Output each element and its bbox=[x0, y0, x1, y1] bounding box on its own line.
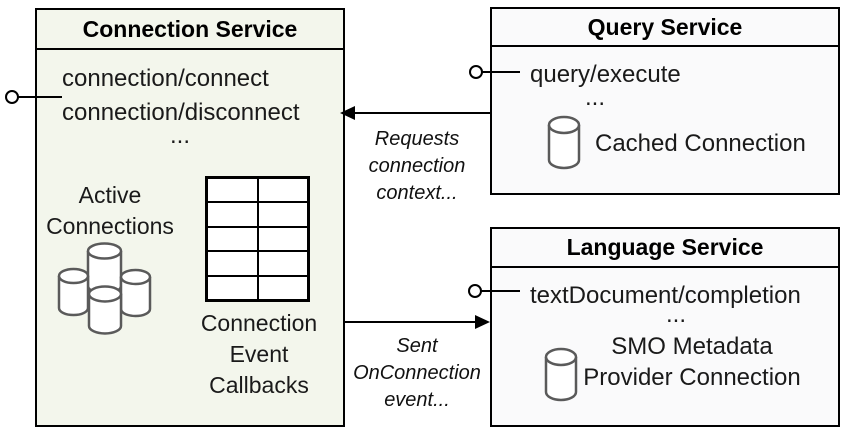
method-textdocument-completion: textDocument/completion bbox=[530, 282, 801, 309]
callback-table-cell bbox=[207, 251, 258, 276]
callback-table-cell bbox=[257, 202, 308, 227]
sent-onconnection-event-label: Sent OnConnection event... bbox=[353, 335, 481, 411]
language-methods-ellipsis: ... bbox=[665, 301, 686, 328]
connection-event-callbacks-label: Connection Event Callbacks bbox=[200, 310, 318, 398]
callback-table-cell bbox=[257, 226, 308, 252]
method-connection-disconnect: connection/disconnect bbox=[62, 99, 300, 126]
callback-table-cell bbox=[257, 275, 308, 300]
callback-table-cell bbox=[257, 178, 308, 203]
callback-table-cell bbox=[207, 226, 258, 252]
requests-connection-context-label: Requests connection context... bbox=[368, 128, 466, 204]
connection-service-box: Connection Service connection/connect co… bbox=[35, 8, 345, 427]
language-service-title: Language Service bbox=[492, 229, 838, 268]
method-connection-connect: connection/connect bbox=[62, 65, 269, 92]
cached-connection-label: Cached Connection bbox=[595, 130, 806, 157]
callback-table-cell bbox=[257, 251, 308, 276]
connection-methods-ellipsis: ... bbox=[169, 122, 190, 149]
connection-service-title: Connection Service bbox=[37, 10, 343, 50]
smo-metadata-provider-label: SMO Metadata Provider Connection bbox=[583, 333, 801, 391]
sent-onconnection-arrow bbox=[345, 315, 490, 329]
language-service-box: Language Service textDocument/completion… bbox=[490, 227, 840, 427]
active-connections-label: Active Connections bbox=[46, 182, 174, 239]
query-methods-ellipsis: ... bbox=[584, 84, 605, 111]
query-service-title: Query Service bbox=[492, 9, 838, 47]
method-query-execute: query/execute bbox=[530, 61, 681, 88]
callback-table-cell bbox=[207, 275, 258, 300]
callback-table-cell bbox=[207, 202, 258, 227]
query-service-box: Query Service query/execute ... Cached C… bbox=[490, 7, 840, 195]
callback-table bbox=[205, 176, 310, 302]
callback-table-cell bbox=[207, 178, 258, 203]
requests-connection-arrow bbox=[340, 106, 490, 120]
